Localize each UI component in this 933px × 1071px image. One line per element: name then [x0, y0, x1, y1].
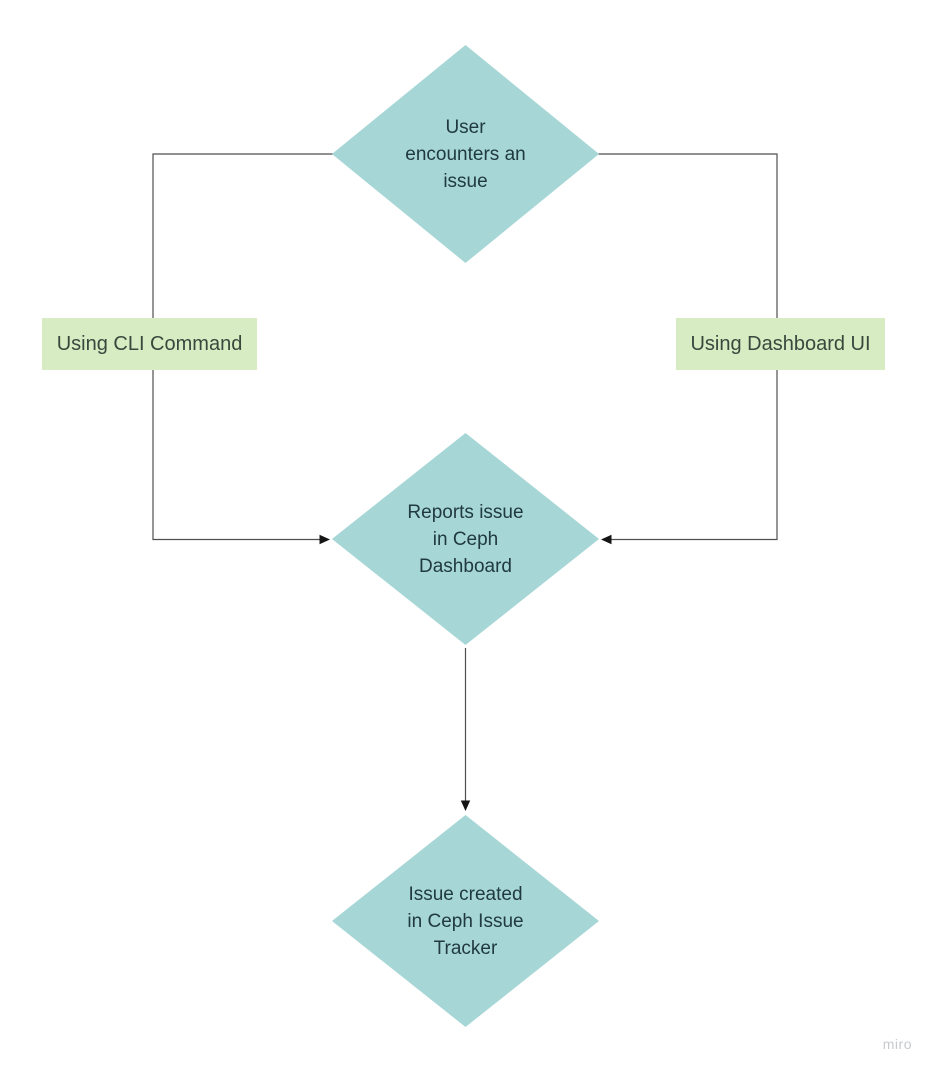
- node-text-line: Dashboard: [419, 555, 512, 577]
- connector-down-route[interactable]: [460, 648, 471, 811]
- node-text-line: Issue created: [408, 883, 523, 905]
- arrowhead-into-bottom-icon: [460, 800, 471, 811]
- edge-label-using-dashboard-ui[interactable]: Using Dashboard UI: [676, 318, 885, 370]
- arrowhead-into-middle-left-icon: [319, 534, 330, 545]
- node-text-line: in Ceph: [432, 528, 499, 550]
- edge-label-using-cli-command[interactable]: Using CLI Command: [42, 318, 257, 370]
- node-text-line: issue: [443, 170, 488, 192]
- node-text-line: encounters an: [405, 143, 526, 165]
- node-text-line: User: [445, 116, 486, 138]
- miro-watermark-logo: miro: [882, 1036, 912, 1052]
- edge-label-text: Using Dashboard UI: [690, 332, 871, 355]
- node-text-line: Reports issue: [407, 501, 524, 523]
- node-text-line: in Ceph Issue: [407, 910, 524, 932]
- arrowhead-into-middle-right-icon: [601, 534, 612, 545]
- node-text-line: Tracker: [433, 937, 498, 959]
- edge-label-text: Using CLI Command: [56, 332, 243, 355]
